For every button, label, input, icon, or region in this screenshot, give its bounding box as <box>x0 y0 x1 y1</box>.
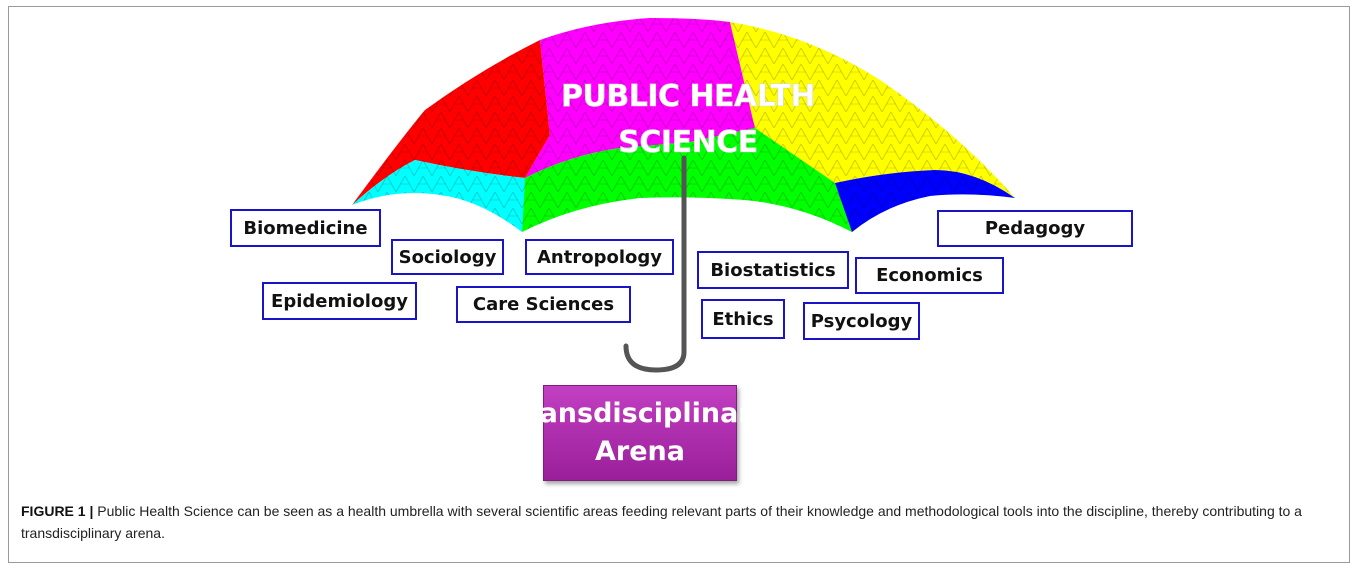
area-box-biostatistics: Biostatistics <box>697 251 849 289</box>
area-box-sociology: Sociology <box>391 239 504 275</box>
area-box-ethics: Ethics <box>701 299 785 339</box>
caption-label: FIGURE 1 | <box>21 503 94 519</box>
umbrella-title-line1: PUBLIC HEALTH <box>561 79 815 114</box>
area-box-care-sciences: Care Sciences <box>456 286 631 323</box>
umbrella-title-line2: SCIENCE <box>618 125 757 160</box>
canopy-texture <box>352 18 1015 232</box>
area-box-epidemiology: Epidemiology <box>262 282 417 320</box>
area-box-economics: Economics <box>855 257 1004 294</box>
area-box-pedagogy: Pedagogy <box>937 210 1133 247</box>
area-box-antropology: Antropology <box>525 239 674 275</box>
figure-caption: FIGURE 1 | Public Health Science can be … <box>21 500 1339 544</box>
figure-frame <box>8 6 1350 563</box>
umbrella-handle <box>623 155 687 373</box>
umbrella-diagram: PUBLIC HEALTH SCIENCE <box>352 18 1015 373</box>
area-box-psycology: Psycology <box>803 302 920 340</box>
area-box-biomedicine: Biomedicine <box>230 209 381 247</box>
arena-label: Transdisciplinary Arena <box>510 398 770 467</box>
caption-text: Public Health Science can be seen as a h… <box>21 503 1302 541</box>
transdisciplinary-arena-box: Transdisciplinary Arena <box>511 385 769 481</box>
